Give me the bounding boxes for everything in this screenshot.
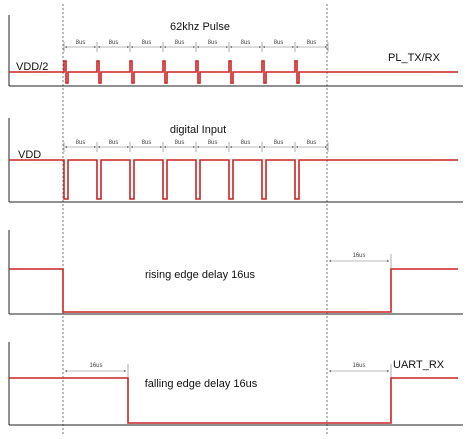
panel-pl-pulse-title: 62khz Pulse (170, 21, 230, 33)
segment-label: 8us (76, 140, 86, 146)
panel-pl-pulse-dimensions: 8us 8us 8us 8us 8us 8us 8us 8us (63, 40, 329, 52)
panel-rising-delay-label: 16us (352, 253, 365, 259)
panel-falling-right-label: UART_RX (393, 359, 445, 371)
panel-falling-delay-dimension-right: 16us (328, 363, 392, 378)
panel-rising-signal (9, 268, 458, 313)
panel-falling-delay-label-right: 16us (352, 363, 365, 369)
segment-label: 8us (142, 140, 152, 146)
segment-label: 8us (109, 140, 119, 146)
segment-label: 8us (274, 140, 284, 146)
panel-pl-pulse-right-label: PL_TX/RX (388, 52, 441, 64)
segment-label: 8us (307, 40, 317, 46)
panel-pl-pulse-left-label: VDD/2 (16, 61, 48, 73)
panel-digital-left-label: VDD (18, 149, 41, 161)
segment-label: 8us (307, 140, 317, 146)
panel-falling-signal (9, 377, 458, 424)
panel-rising-title: rising edge delay 16us (145, 269, 256, 281)
segment-label: 8us (208, 140, 218, 146)
segment-label: 8us (241, 40, 251, 46)
segment-label: 8us (274, 40, 284, 46)
panel-pl-pulse-signal (9, 60, 458, 84)
panel-rising: rising edge delay 16us 16us (8, 230, 463, 315)
panel-digital-dimensions: 8us 8us 8us 8us 8us 8us 8us 8us (63, 140, 329, 152)
segment-label: 8us (208, 40, 218, 46)
segment-label: 8us (175, 40, 185, 46)
panel-falling-delay-dimension-left: 16us (64, 363, 129, 378)
panel-falling-delay-label-left: 16us (89, 363, 102, 369)
panel-digital-signal (9, 159, 458, 200)
panel-falling: falling edge delay 16us UART_RX 16us 16u… (8, 342, 463, 426)
segment-label: 8us (175, 140, 185, 146)
panel-rising-delay-dimension: 16us (328, 253, 392, 268)
segment-label: 8us (241, 140, 251, 146)
segment-label: 8us (109, 40, 119, 46)
segment-label: 8us (76, 40, 86, 46)
segment-label: 8us (142, 40, 152, 46)
panel-falling-title: falling edge delay 16us (145, 378, 258, 390)
panel-digital-title: digital Input (170, 124, 226, 136)
